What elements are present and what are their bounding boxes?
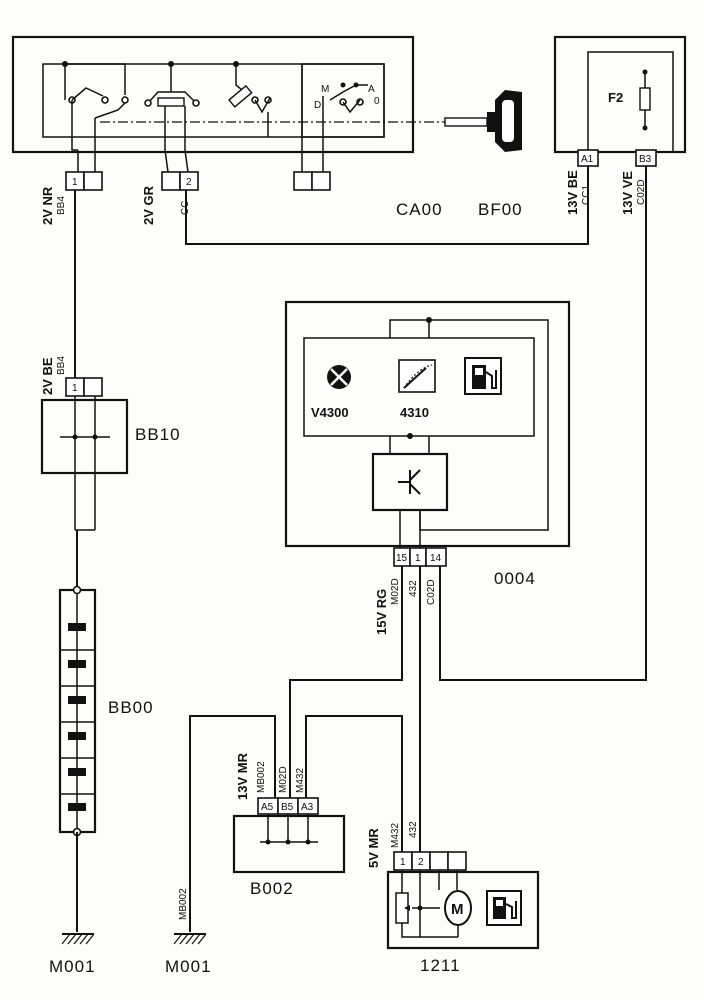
fuse-pin-a1: A1 (581, 154, 594, 165)
bb10-pin: 1 (72, 383, 78, 394)
wire-m432 (305, 715, 403, 852)
junction-bb10: 2V BE BB4 1 BB10 (40, 356, 181, 531)
sender-wire-432: 432 (408, 821, 419, 838)
switch-label-a: A (368, 84, 375, 95)
sender-pin-1: 1 (400, 857, 406, 868)
switch-label-d: D (314, 100, 321, 111)
instrument-panel-0004: V4300 4310 15 1 14 0004 (284, 300, 571, 588)
bf00-a1-wire: CC1 (581, 185, 592, 205)
ignition-switch-box (11, 35, 415, 154)
panel-pin-1: 1 (415, 553, 421, 564)
ca00-mid-pin: 2 (186, 177, 192, 188)
ca00-left-label: 2V NR (40, 186, 55, 225)
svg-text:M: M (451, 901, 464, 918)
ignition-switch-ca00: M D A 0 1 2 CA00 (11, 35, 445, 219)
fuse-icon (639, 69, 651, 131)
fuel-pump-icon (464, 357, 502, 395)
ca00-left-pin: 1 (72, 177, 78, 188)
sender-pin-2: 2 (418, 857, 424, 868)
switch-label-m: M (321, 84, 329, 95)
panel-pin-14: 14 (430, 553, 442, 564)
panel-wire-432: 432 (408, 580, 419, 597)
panel-conn-label: 15V RG (374, 589, 389, 635)
fuel-sender-1211: 5V MR M432 432 1 2 M (366, 821, 540, 975)
lamp-code: V4300 (311, 405, 349, 420)
battery-code: BB00 (108, 698, 154, 717)
bb10-in-label: 2V BE (40, 357, 55, 395)
b002-wire-m02d: M02D (278, 766, 289, 793)
bf00-b3-label: 13V VE (620, 171, 635, 215)
ground-icon (173, 933, 207, 945)
warning-lamp-icon (327, 365, 351, 389)
ground-left-code: M001 (49, 957, 96, 976)
b002-pin-a3: A3 (301, 802, 314, 813)
ca00-left-wire: BB4 (56, 196, 67, 215)
transistor-icon (371, 452, 449, 512)
fuse-box-bf00: F2 A1 B3 BF00 (478, 35, 687, 219)
b002-code: B002 (250, 879, 294, 898)
gauge-code: 4310 (400, 405, 429, 420)
bf00-b3-wire: C02D (636, 179, 647, 205)
sender-wire-m432: M432 (390, 823, 401, 848)
bb10-code: BB10 (135, 425, 181, 444)
wire-mb002 (189, 715, 276, 932)
wire-c02d (439, 166, 647, 681)
fuse-box-code: BF00 (478, 200, 523, 219)
battery-bb00: BB00 (58, 585, 154, 837)
b002-pin-a5: A5 (261, 802, 274, 813)
ground-right-code: M001 (165, 957, 212, 976)
wire-cc (185, 166, 589, 245)
panel-code: 0004 (494, 569, 536, 588)
ignition-key-icon (444, 90, 522, 152)
b002-wire-m432: M432 (295, 768, 306, 793)
bf00-a1-label: 13V BE (565, 170, 580, 215)
ground-icon (61, 933, 95, 945)
b002-pin-b5: B5 (281, 802, 294, 813)
panel-wire-m02d: M02D (390, 578, 401, 605)
panel-pin-15: 15 (396, 553, 408, 564)
ca00-mid-label: 2V GR (141, 185, 156, 225)
fuse-pin-b3: B3 (639, 154, 652, 165)
ground-wire-label: MB002 (178, 888, 189, 920)
connector-b002: 13V MR MB002 M02D M432 A5 B5 A3 B002 (232, 752, 346, 898)
switch-label-0: 0 (374, 96, 380, 107)
motor-icon: M (420, 870, 472, 938)
sender-conn-label: 5V MR (366, 828, 381, 868)
fuel-gauge-icon (398, 359, 436, 393)
panel-wire-c02d: C02D (426, 579, 437, 605)
b002-conn-label: 13V MR (235, 752, 250, 800)
fuel-sender-code: 1211 (420, 956, 461, 975)
ignition-switch-code: CA00 (396, 200, 443, 219)
wire-m02d (289, 566, 403, 798)
b002-wire-mb002: MB002 (256, 761, 267, 793)
bb10-in-wire: BB4 (56, 356, 67, 375)
fuel-pump-icon (486, 890, 522, 926)
fuse-label: F2 (608, 90, 623, 105)
